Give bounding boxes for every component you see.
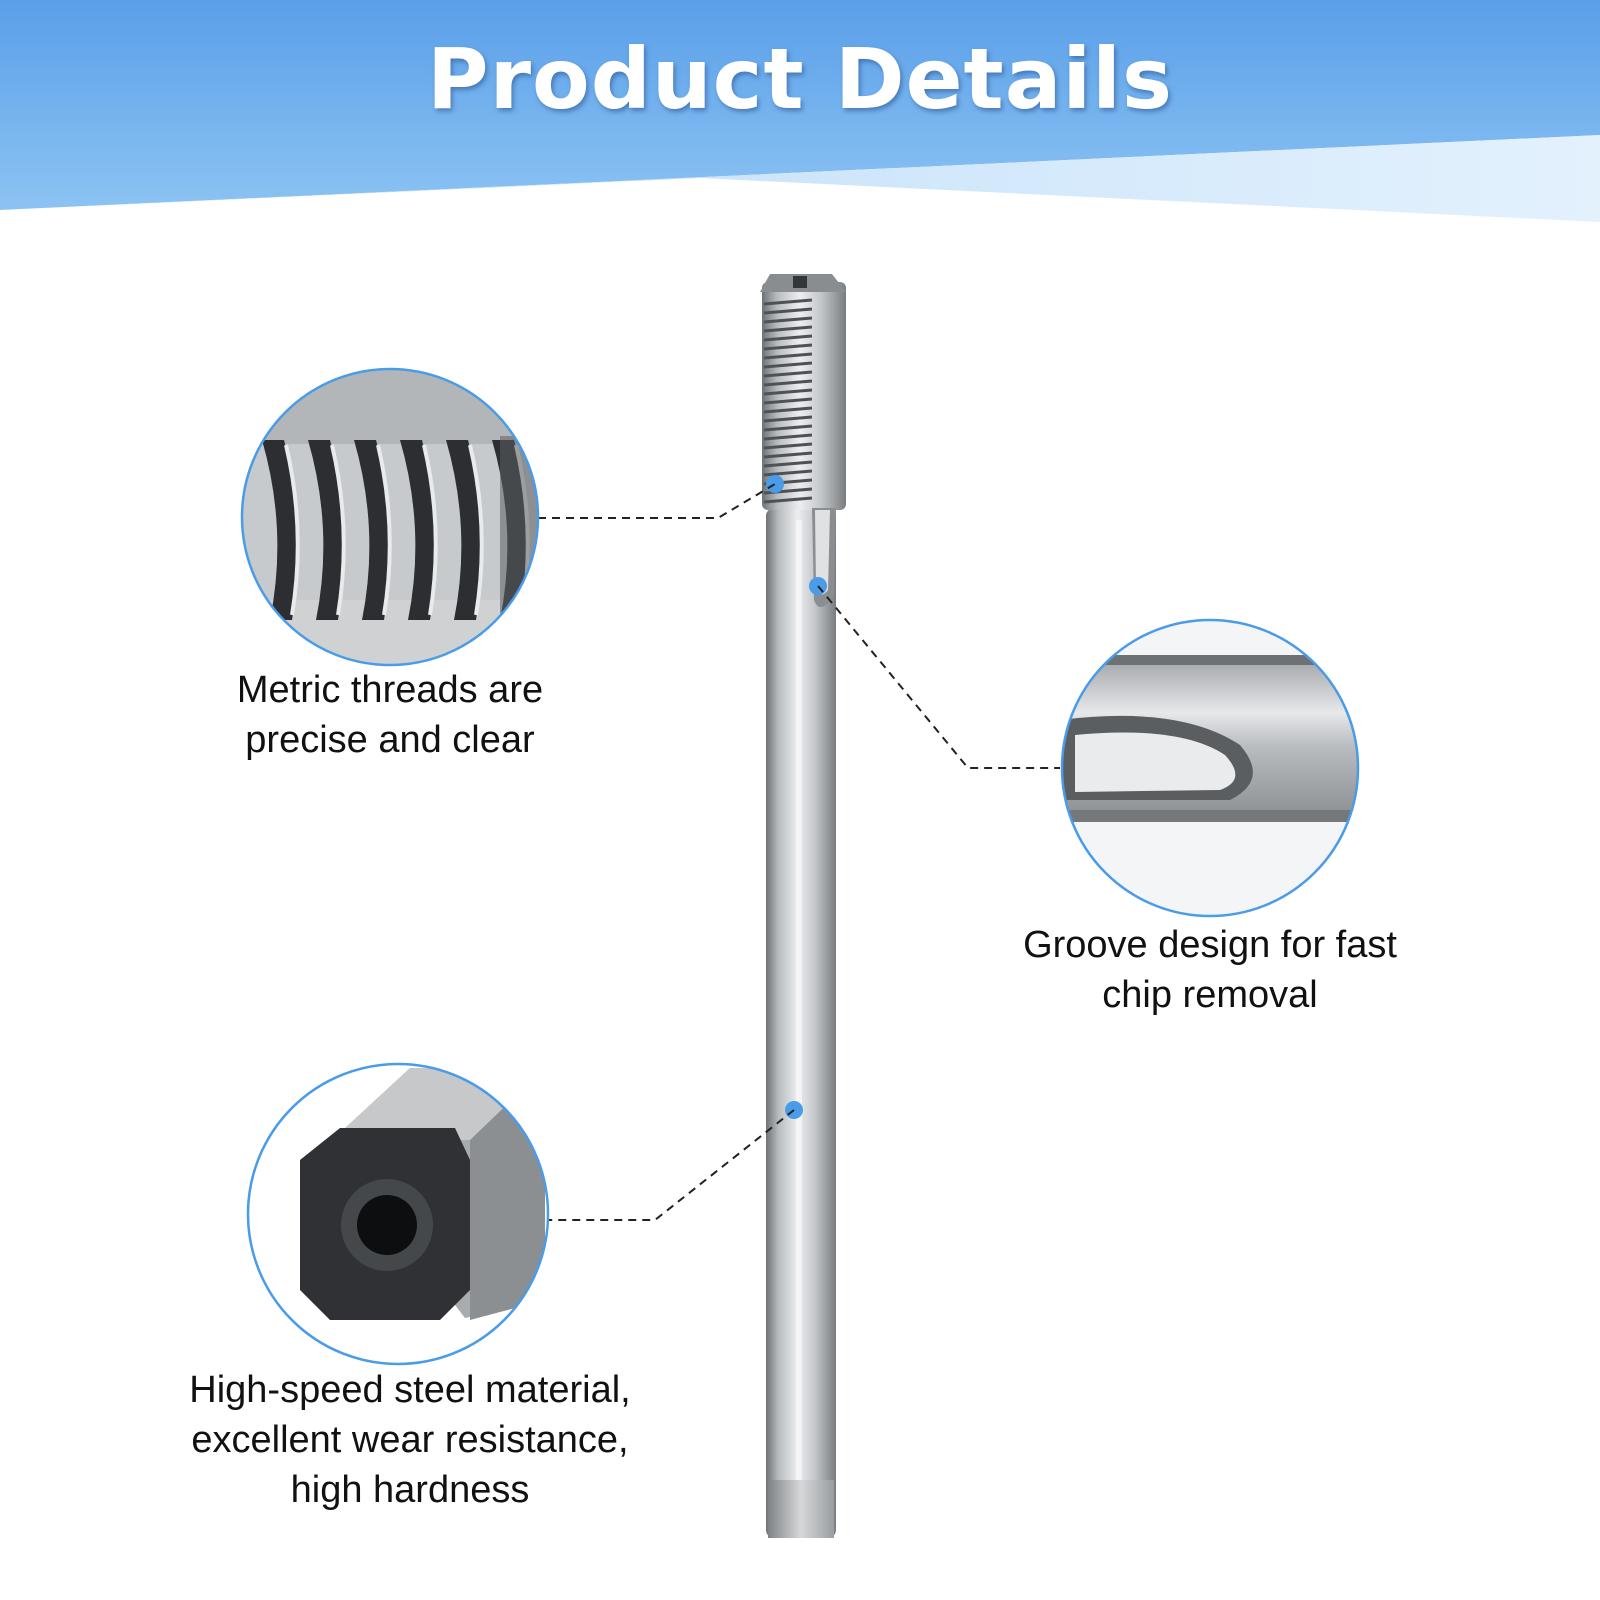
thread-ridge: [763, 343, 813, 351]
caption-line: chip removal: [1102, 974, 1318, 1016]
thread-ridge: [763, 451, 813, 459]
thread-detail-zoom: [242, 369, 538, 665]
thread-ridge: [763, 361, 813, 369]
thread-ridge: [763, 397, 813, 405]
thread-groove: [262, 440, 299, 620]
thread-ridge: [763, 415, 813, 423]
thread-ridge: [763, 388, 813, 396]
thread-highlight: [330, 444, 346, 616]
thread-ridge: [763, 298, 813, 306]
thread-ridge: [763, 469, 813, 477]
thread-ridge: [763, 424, 813, 432]
thread-highlight: [284, 444, 300, 616]
callout-leader: [817, 585, 1060, 769]
callout-threads: [240, 367, 784, 667]
thread-groove: [446, 440, 483, 620]
thread-groove: [354, 440, 391, 620]
caption-line: Metric threads are: [236, 669, 544, 711]
caption-line: excellent wear resistance,: [191, 1419, 629, 1461]
thread-groove: [308, 440, 345, 620]
callout-marker: [766, 475, 784, 493]
square-end-zoom: [248, 1064, 548, 1364]
thread-ridge: [763, 379, 813, 387]
thread-ridge: [763, 442, 813, 450]
thread-ridge: [763, 433, 813, 441]
thread-ridge: [763, 460, 813, 468]
thread-highlight: [468, 444, 484, 616]
tap-square-end: [768, 1480, 834, 1538]
feature-caption-material: High-speed steel material, excellent wea…: [130, 1365, 690, 1515]
thread-groove: [400, 440, 437, 620]
caption-line: precise and clear: [245, 719, 535, 761]
thread-highlight: [376, 444, 392, 616]
groove-detail-zoom: [1062, 620, 1358, 916]
caption-line: high hardness: [290, 1469, 530, 1511]
callout-leader: [538, 483, 776, 519]
thread-ridge: [763, 406, 813, 414]
thread-highlight: [422, 444, 438, 616]
thread-ridge: [763, 316, 813, 324]
thread-ridge: [763, 334, 813, 342]
callout-material: [246, 1062, 803, 1366]
tap-tool: [760, 274, 846, 1538]
thread-ridge: [763, 352, 813, 360]
header-banner: [0, 0, 1600, 222]
feature-caption-groove: Groove design for fast chip removal: [960, 920, 1460, 1020]
feature-caption-threads: Metric threads are precise and clear: [190, 665, 590, 765]
callout-groove: [809, 577, 1360, 918]
thread-ridge: [763, 496, 813, 504]
thread-ridge: [763, 307, 813, 315]
caption-line: High-speed steel material,: [189, 1369, 631, 1411]
thread-ridge: [763, 325, 813, 333]
callout-leader: [548, 1109, 795, 1221]
thread-ridge: [763, 370, 813, 378]
page-title: Product Details: [427, 30, 1173, 128]
caption-line: Groove design for fast: [1023, 924, 1397, 966]
